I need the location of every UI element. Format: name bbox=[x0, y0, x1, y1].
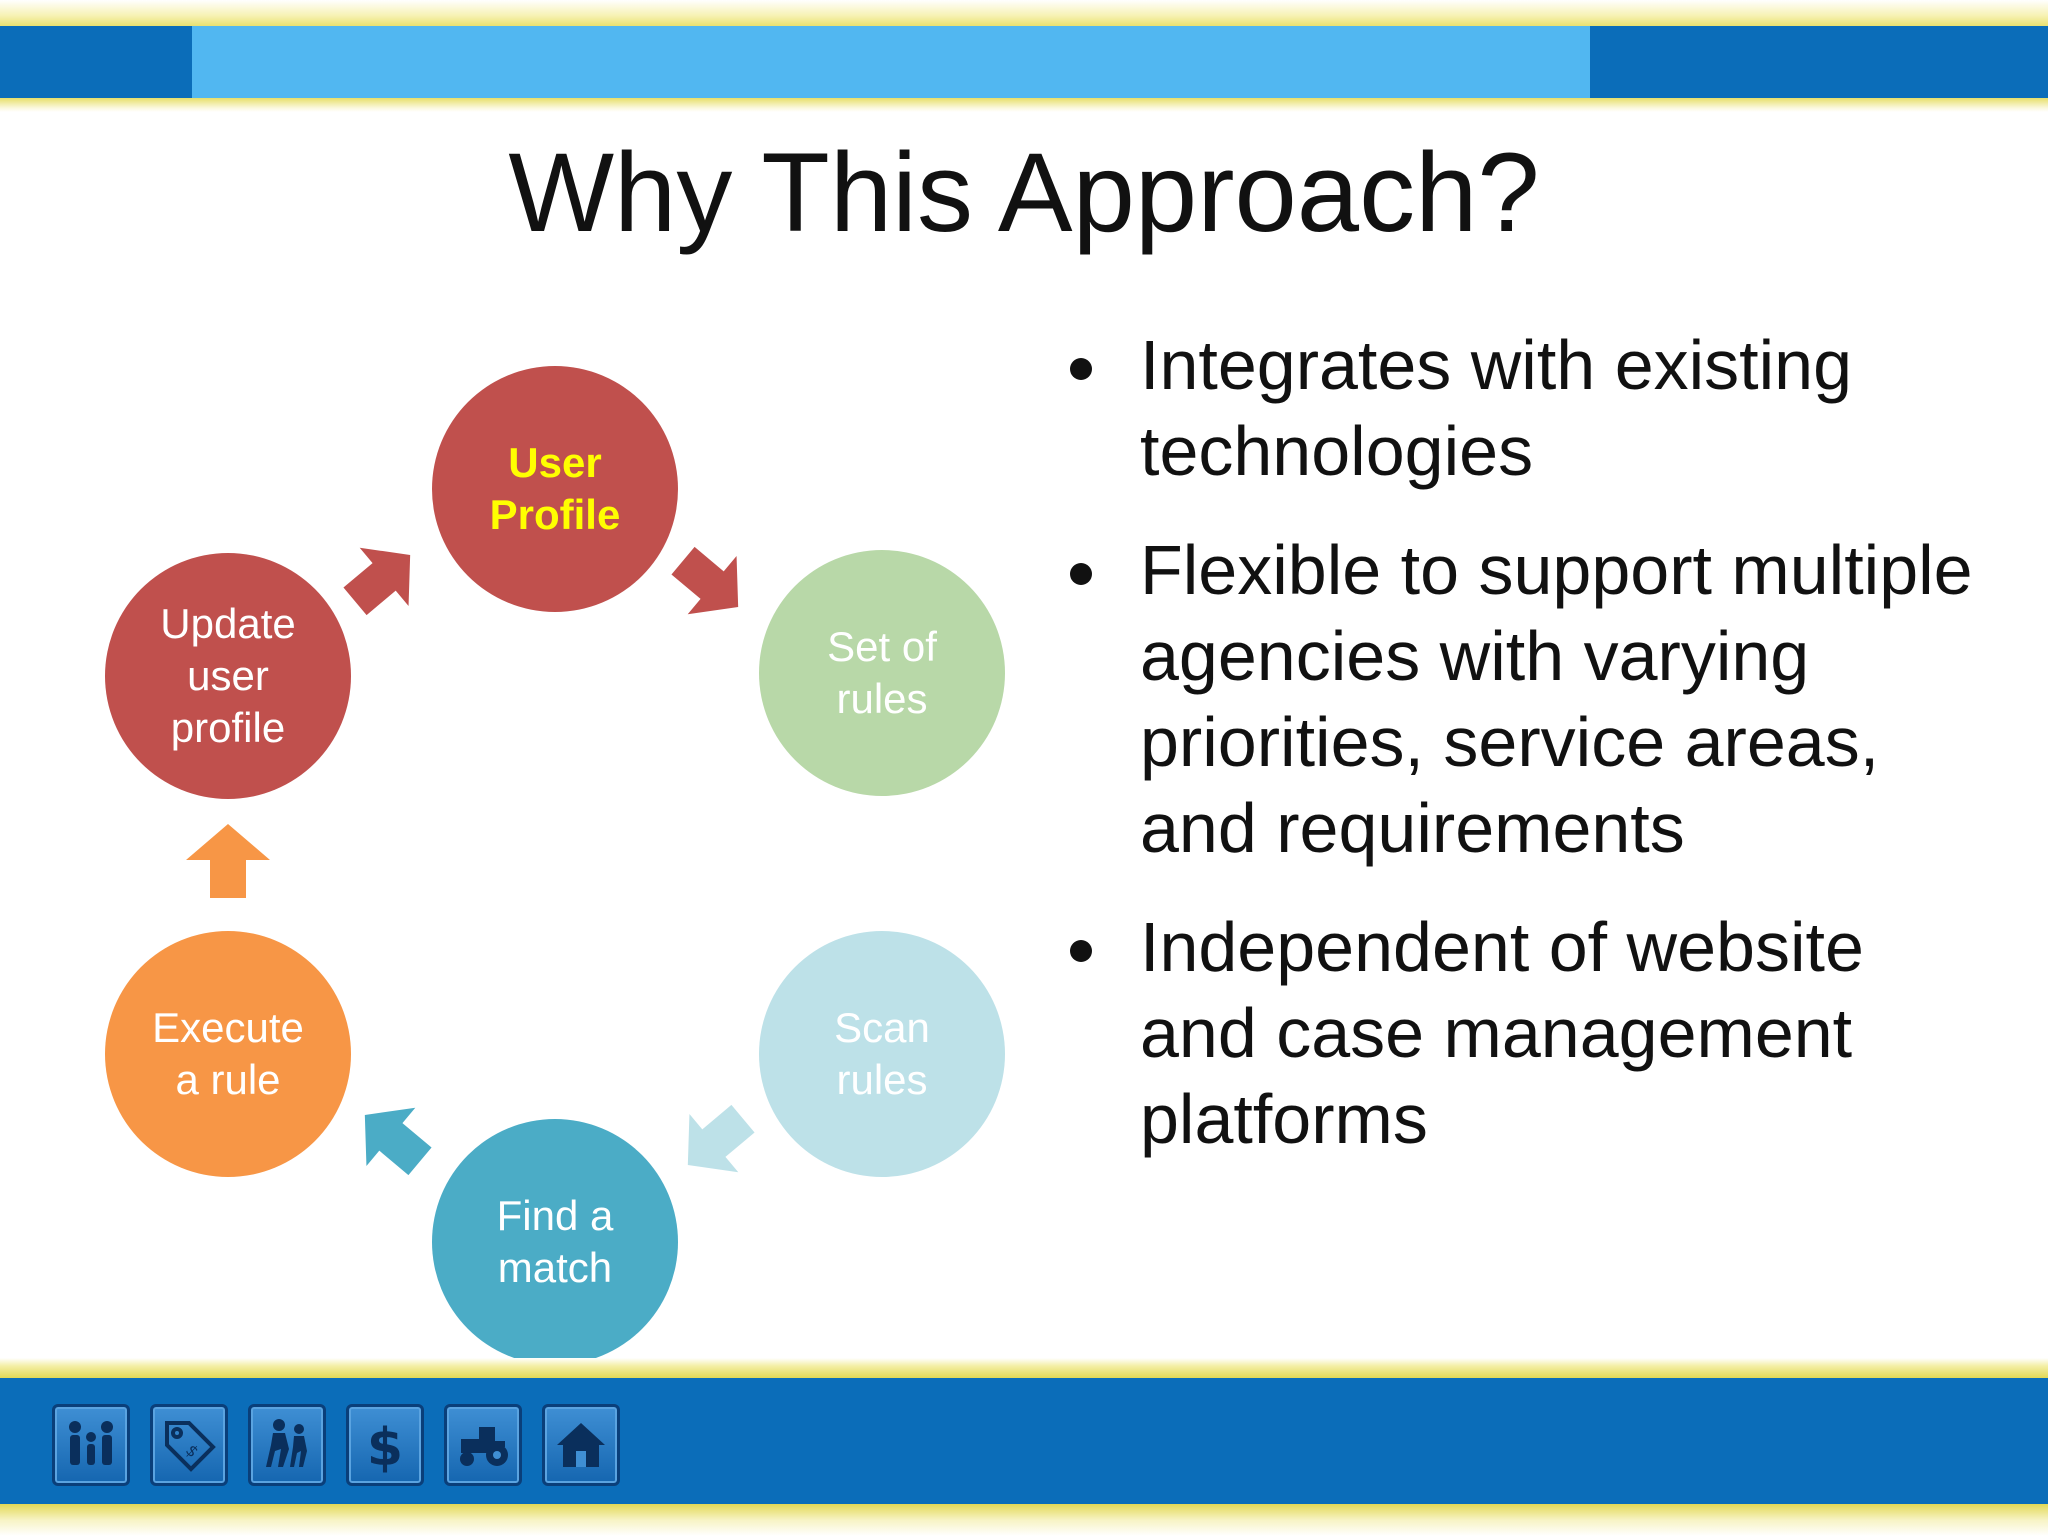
bullet-text: Flexible to support multiple agencies wi… bbox=[1140, 531, 1973, 867]
node-execute-a-rule-label: Execute a rule bbox=[152, 1004, 304, 1103]
node-update-user-profile-label: Update user profile bbox=[160, 600, 296, 751]
node-scan-rules-label: Scan rules bbox=[834, 1004, 930, 1103]
price-tag-icon[interactable]: $ bbox=[150, 1404, 228, 1486]
family-icon[interactable] bbox=[52, 1404, 130, 1486]
bullet-dot bbox=[1070, 940, 1092, 962]
bullet-text: Integrates with existing technologies bbox=[1140, 326, 1853, 490]
bottom-stripe-lower bbox=[0, 1504, 2048, 1536]
node-user-profile: User Profile bbox=[432, 366, 678, 612]
top-banner-highlight bbox=[192, 26, 1590, 98]
bullet-dot bbox=[1070, 358, 1092, 380]
bullet-text: Independent of website and case manageme… bbox=[1140, 908, 1864, 1158]
node-update-user-profile: Update user profile bbox=[105, 553, 351, 799]
house-icon[interactable] bbox=[542, 1404, 620, 1486]
arrow-execute-to-update bbox=[186, 824, 270, 898]
bullet-item: Integrates with existing technologies bbox=[1060, 322, 2000, 494]
bottom-banner bbox=[0, 1378, 2048, 1504]
bullet-item: Flexible to support multiple agencies wi… bbox=[1060, 527, 2000, 871]
top-stripe bbox=[0, 0, 2048, 26]
arrow-match-to-execute bbox=[364, 1107, 432, 1176]
node-execute-a-rule: Execute a rule bbox=[105, 931, 351, 1177]
tractor-icon[interactable] bbox=[444, 1404, 522, 1486]
walking-people-icon[interactable] bbox=[248, 1404, 326, 1486]
bullet-dot bbox=[1070, 563, 1092, 585]
node-find-a-match-label: Find a match bbox=[496, 1192, 614, 1291]
bottom-stripe bbox=[0, 1358, 2048, 1378]
svg-text:$: $ bbox=[367, 1418, 403, 1475]
arrow-scan-to-match bbox=[687, 1104, 755, 1173]
node-set-of-rules-label: Set of rules bbox=[827, 623, 937, 722]
bullet-item: Independent of website and case manageme… bbox=[1060, 904, 2000, 1162]
slide-title: Why This Approach? bbox=[508, 130, 1540, 255]
arrow-profile-to-rules bbox=[671, 546, 739, 615]
node-find-a-match: Find a match bbox=[432, 1119, 678, 1365]
node-scan-rules: Scan rules bbox=[759, 931, 1005, 1177]
node-set-of-rules: Set of rules bbox=[759, 550, 1005, 796]
node-user-profile-label: User Profile bbox=[489, 439, 621, 538]
arrow-update-to-profile bbox=[343, 547, 411, 616]
bullet-list: Integrates with existing technologies Fl… bbox=[1060, 322, 2000, 1195]
top-banner bbox=[0, 26, 2048, 98]
top-stripe-lower bbox=[0, 98, 2048, 112]
dollar-icon[interactable]: $ bbox=[346, 1404, 424, 1486]
